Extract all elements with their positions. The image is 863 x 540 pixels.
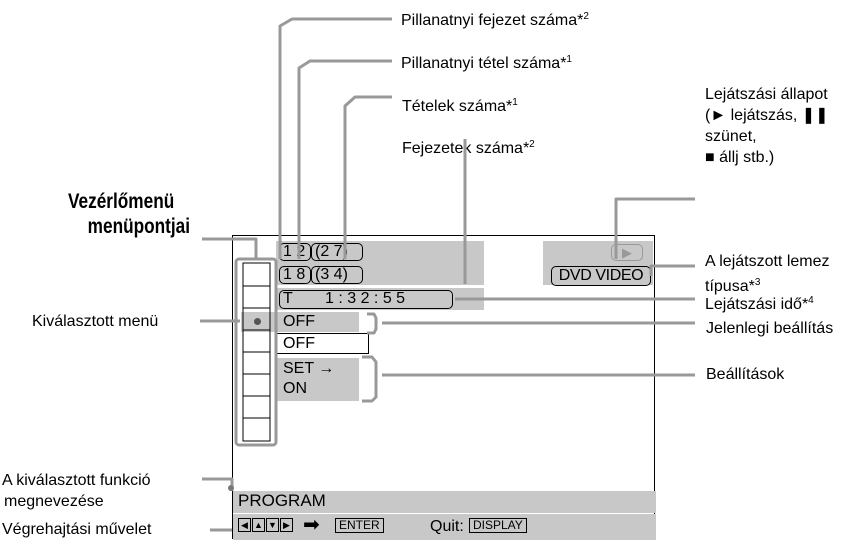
options-item-set[interactable]: SET → (283, 360, 335, 377)
function-name-bar (233, 491, 656, 513)
label-current-setting: Jelenlegi beállítás (706, 320, 834, 337)
operation-bar (233, 514, 656, 540)
label-titles-count: Tételek száma*1 (402, 97, 518, 115)
leader-current-chapter (278, 17, 392, 259)
enter-key: ENTER (335, 518, 384, 533)
then-arrow-icon: ➡ (303, 514, 320, 536)
display-key: DISPLAY (469, 518, 527, 533)
down-arrow-icon: ▼ (266, 518, 279, 532)
right-arrow-icon: ▶ (280, 518, 293, 532)
options-item-on[interactable]: ON (283, 380, 307, 397)
leader-selected-function (202, 477, 234, 491)
current-chapter-number: 1 8 (279, 266, 311, 284)
label-operation: Végrehajtási művelet (2, 521, 152, 538)
label-disc-type: A lejátszott lemez típusa*3 (705, 253, 830, 295)
play-time-display: T 1 : 3 2 : 5 5 (279, 290, 453, 309)
label-chapters-count: Fejezetek száma*2 (402, 139, 535, 157)
control-menu-items-title: Vezérlőmenü menüpontjai (68, 190, 191, 238)
osd-time-area (276, 288, 484, 310)
osd-screen: 1 2 (2 7) 1 8 (3 4) T 1 : 3 2 : 5 5 ▶ DV… (232, 235, 656, 540)
play-status-icon: ▶ (611, 244, 643, 261)
function-name: PROGRAM (238, 491, 326, 510)
up-arrow-icon: ▲ (252, 518, 265, 532)
osd-current-setting-area (276, 312, 359, 332)
label-selected-menu: Kiválasztott menü (32, 313, 159, 330)
label-playback-state: Lejátszási állapot (► lejátszás, ❚❚ szün… (705, 86, 829, 166)
current-title-number: 1 2 (279, 243, 311, 261)
selected-menu-marker (254, 318, 261, 325)
label-play-time: Lejátszási idő*4 (705, 295, 814, 313)
arrow-keys: ◀ ▲ ▼ ▶ (238, 518, 296, 533)
osd-options-area (276, 358, 359, 401)
leader-disc-type (649, 264, 695, 276)
total-titles-number: (2 7) (311, 243, 363, 261)
label-current-chapter: Pillanatnyi fejezet száma*2 (401, 11, 589, 29)
leader-current-title (297, 59, 392, 259)
current-setting-value: OFF (283, 313, 315, 330)
label-current-title: Pillanatnyi tétel száma*1 (401, 54, 572, 72)
left-arrow-icon: ◀ (238, 518, 251, 532)
label-selected-function: A kiválasztott funkció megnevezése (2, 472, 151, 510)
total-chapters-number: (3 4) (311, 266, 363, 284)
quit-label: Quit: (430, 518, 464, 535)
label-settings: Beállítások (706, 366, 785, 383)
options-selected-item[interactable]: OFF (276, 333, 369, 354)
disc-type-display: DVD VIDEO (551, 266, 651, 286)
